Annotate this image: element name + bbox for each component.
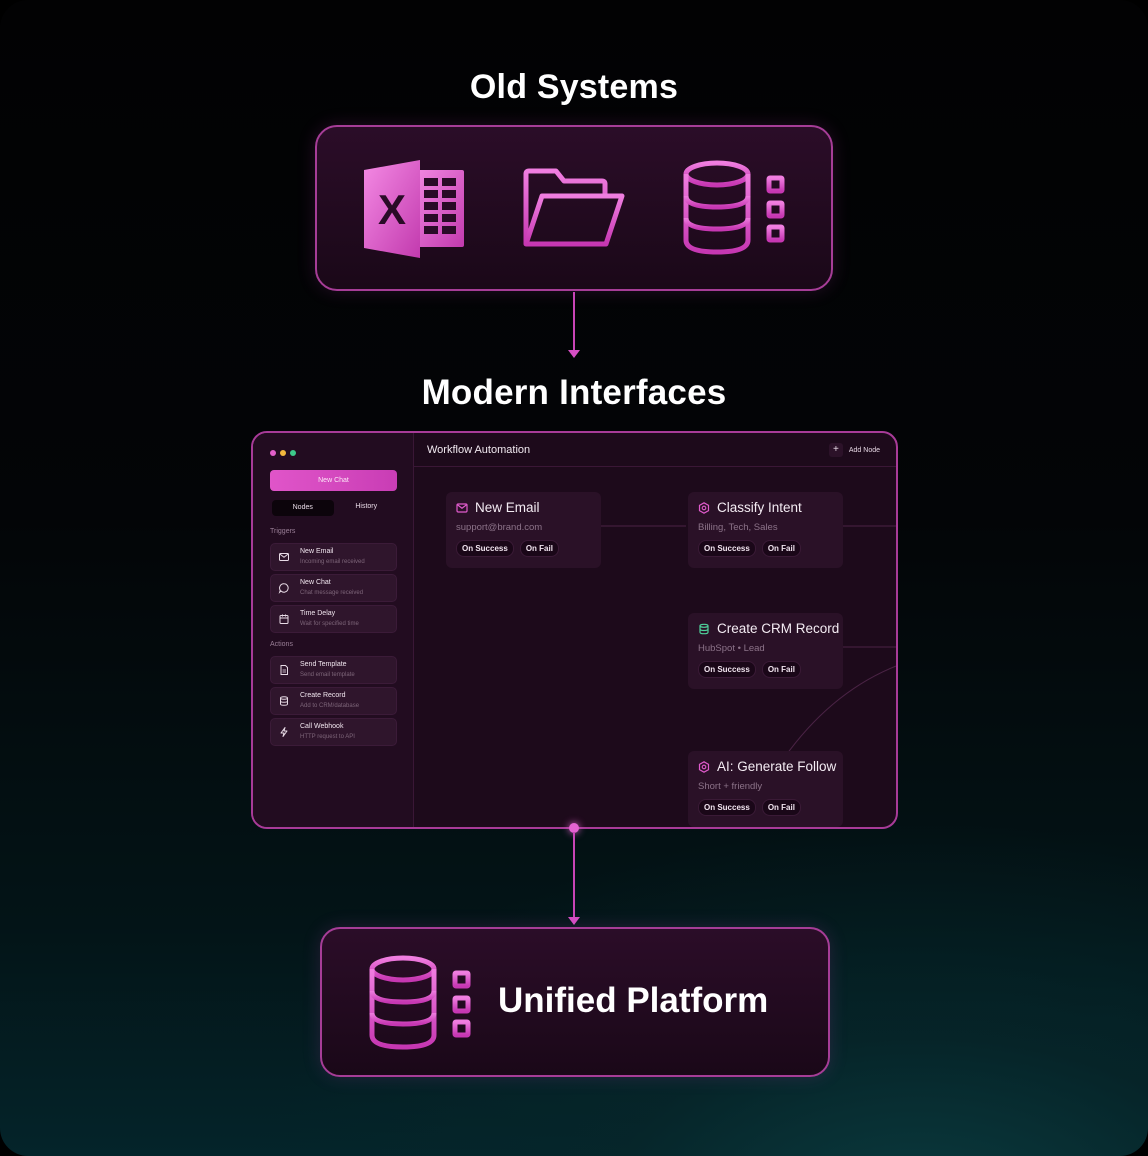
node-title: New Email	[475, 500, 540, 515]
node-title: Create CRM Record	[717, 621, 840, 636]
tab-nodes[interactable]: Nodes	[272, 500, 334, 516]
mail-icon	[456, 503, 468, 513]
close-dot[interactable]	[270, 450, 276, 456]
modern-interfaces-title: Modern Interfaces	[421, 373, 727, 412]
workflow-node-new-email[interactable]: New Email support@brand.com On Success O…	[446, 492, 601, 568]
on-success-port[interactable]: On Success	[698, 540, 756, 557]
tab-history[interactable]: History	[355, 503, 378, 510]
new-chat-button[interactable]: New Chat	[270, 470, 397, 491]
sidebar-item-title: Time Delay	[300, 610, 336, 617]
sidebar-item-create-record[interactable]: Create Record Add to CRM/database	[270, 687, 397, 715]
old-systems-title: Old Systems	[469, 68, 679, 106]
sidebar: New Chat Nodes History Triggers New Emai…	[253, 433, 414, 827]
on-fail-port[interactable]: On Fail	[761, 661, 801, 678]
sidebar-item-subtitle: Add to CRM/database	[300, 703, 360, 709]
hexagon-icon	[698, 502, 710, 514]
bolt-icon	[280, 727, 288, 737]
workflow-title: Workflow Automation	[427, 444, 531, 456]
sidebar-item-title: Create Record	[300, 692, 346, 699]
sidebar-item-subtitle: Chat message received	[300, 590, 364, 596]
sidebar-item-subtitle: Wait for specified time	[300, 621, 359, 627]
sidebar-item-new-chat[interactable]: New Chat Chat message received	[270, 574, 397, 602]
workflow-node-ai-generate-follow[interactable]: AI: Generate Follow Short + friendly On …	[688, 751, 843, 827]
workflow-node-classify-intent[interactable]: Classify Intent Billing, Tech, Sales On …	[688, 492, 843, 568]
sidebar-tabs: Nodes History	[270, 499, 397, 517]
actions-label: Actions	[270, 641, 293, 648]
folder-icon	[522, 168, 626, 255]
excel-icon: X	[362, 160, 466, 265]
on-fail-port[interactable]: On Fail	[519, 540, 559, 557]
on-success-port[interactable]: On Success	[456, 540, 514, 557]
arrow-head	[568, 350, 580, 358]
node-subtitle: support@brand.com	[456, 522, 543, 533]
maximize-dot[interactable]	[290, 450, 296, 456]
calendar-icon	[279, 614, 289, 624]
sidebar-item-send-template[interactable]: Send Template Send email template	[270, 656, 397, 684]
database-network-icon	[683, 160, 787, 261]
connector-line	[573, 832, 575, 918]
on-success-port[interactable]: On Success	[698, 661, 756, 678]
add-node-label: Add Node	[848, 446, 880, 454]
node-subtitle: HubSpot • Lead	[698, 643, 765, 654]
node-subtitle: Short + friendly	[698, 781, 763, 792]
sidebar-item-time-delay[interactable]: Time Delay Wait for specified time	[270, 605, 397, 633]
workflow-app-window: New Chat Nodes History Triggers New Emai…	[251, 431, 898, 829]
chat-icon	[278, 583, 289, 594]
node-title: AI: Generate Follow	[717, 759, 837, 774]
on-fail-port[interactable]: On Fail	[761, 540, 801, 557]
node-connections	[600, 525, 896, 759]
plus-icon: +	[828, 443, 843, 457]
triggers-label: Triggers	[270, 528, 296, 535]
node-subtitle: Billing, Tech, Sales	[698, 522, 778, 533]
database-network-icon	[369, 955, 473, 1056]
sidebar-item-title: New Chat	[300, 579, 331, 586]
database-icon	[699, 623, 709, 635]
workflow-header: Workflow Automation + Add Node	[414, 433, 896, 467]
sidebar-item-subtitle: Send email template	[300, 672, 355, 678]
unified-platform-title: Unified Platform	[498, 981, 769, 1020]
workflow-canvas[interactable]: New Email support@brand.com On Success O…	[414, 468, 896, 827]
connector-line	[573, 292, 575, 350]
sidebar-item-title: Call Webhook	[300, 723, 344, 730]
document-icon	[280, 665, 288, 675]
sidebar-item-subtitle: HTTP request to API	[300, 734, 355, 740]
connector-dot	[569, 823, 579, 833]
database-icon	[280, 696, 288, 706]
sidebar-item-call-webhook[interactable]: Call Webhook HTTP request to API	[270, 718, 397, 746]
sidebar-item-title: Send Template	[300, 661, 347, 668]
window-controls	[270, 450, 296, 456]
mail-icon	[279, 553, 289, 561]
minimize-dot[interactable]	[280, 450, 286, 456]
sidebar-item-new-email[interactable]: New Email Incoming email received	[270, 543, 397, 571]
sidebar-item-title: New Email	[300, 548, 334, 555]
on-fail-port[interactable]: On Fail	[761, 799, 801, 816]
arrow-head	[568, 917, 580, 925]
svg-text:X: X	[378, 186, 406, 233]
workflow-node-create-crm-record[interactable]: Create CRM Record HubSpot • Lead On Succ…	[688, 613, 843, 689]
on-success-port[interactable]: On Success	[698, 799, 756, 816]
sidebar-item-subtitle: Incoming email received	[300, 559, 365, 565]
add-node-button[interactable]: + Add Node	[828, 442, 880, 458]
node-title: Classify Intent	[717, 500, 802, 515]
hexagon-icon	[698, 761, 710, 773]
